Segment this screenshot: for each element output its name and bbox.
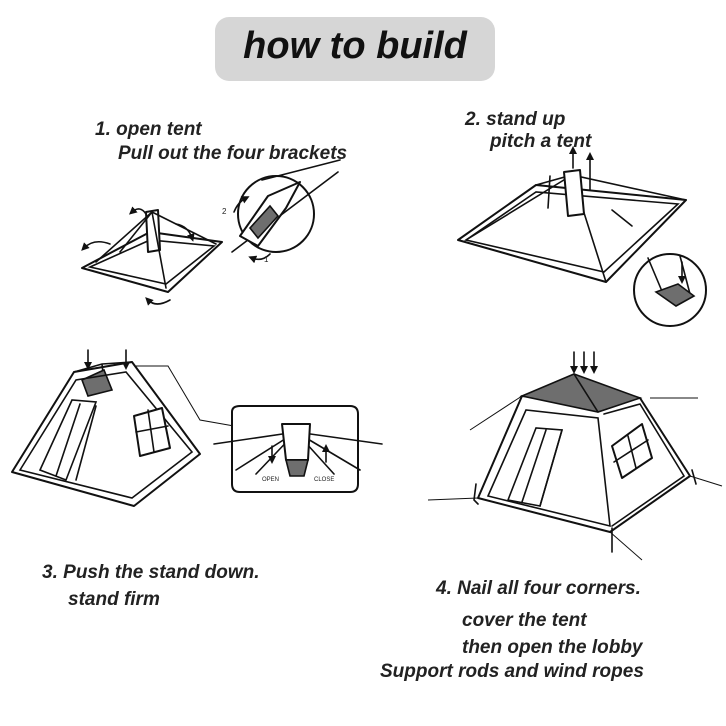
step-1-number: 1. [95, 119, 111, 140]
folded-tent-illustration [81, 206, 223, 306]
bracket-step-marker-2: 2 [222, 207, 227, 216]
step-2-line-1: pitch a tent [490, 131, 592, 152]
bracket-step-marker-1: 1 [264, 255, 269, 264]
step-3-heading: 3. Push the stand down. [42, 562, 259, 584]
step-2-heading: 2. stand up [465, 109, 565, 131]
page-title: how to build [243, 25, 467, 67]
step-4-line-2: then open the lobby [462, 637, 643, 658]
bracket-detail-circle: 2 1 [222, 159, 341, 264]
step-1-line-1: Pull out the four brackets [118, 143, 348, 164]
step-3-line-1: stand firm [68, 589, 160, 610]
step-4-title: Nail all four corners. [457, 578, 641, 599]
step-2-number: 2. [465, 109, 481, 130]
step-3-number: 3. [42, 562, 58, 583]
step-1-title: open tent [116, 119, 202, 140]
step-4-line-1: cover the tent [462, 610, 587, 631]
step-4-heading: 4. Nail all four corners. [436, 578, 641, 600]
finished-tent-illustration [427, 351, 723, 561]
standing-tent-illustration [457, 146, 707, 327]
step-2-title: stand up [486, 109, 566, 130]
step-4-line-3: Support rods and wind ropes [380, 661, 644, 682]
step-3-title: Push the stand down. [63, 562, 260, 583]
tent-frame-illustration: OPEN CLOSE [11, 349, 383, 507]
hub-close-label: CLOSE [314, 477, 334, 483]
hub-open-label: OPEN [262, 477, 279, 483]
title-banner: how to build [215, 17, 495, 81]
step-4-number: 4. [436, 578, 452, 599]
step-1-heading: 1. open tent [95, 119, 202, 141]
